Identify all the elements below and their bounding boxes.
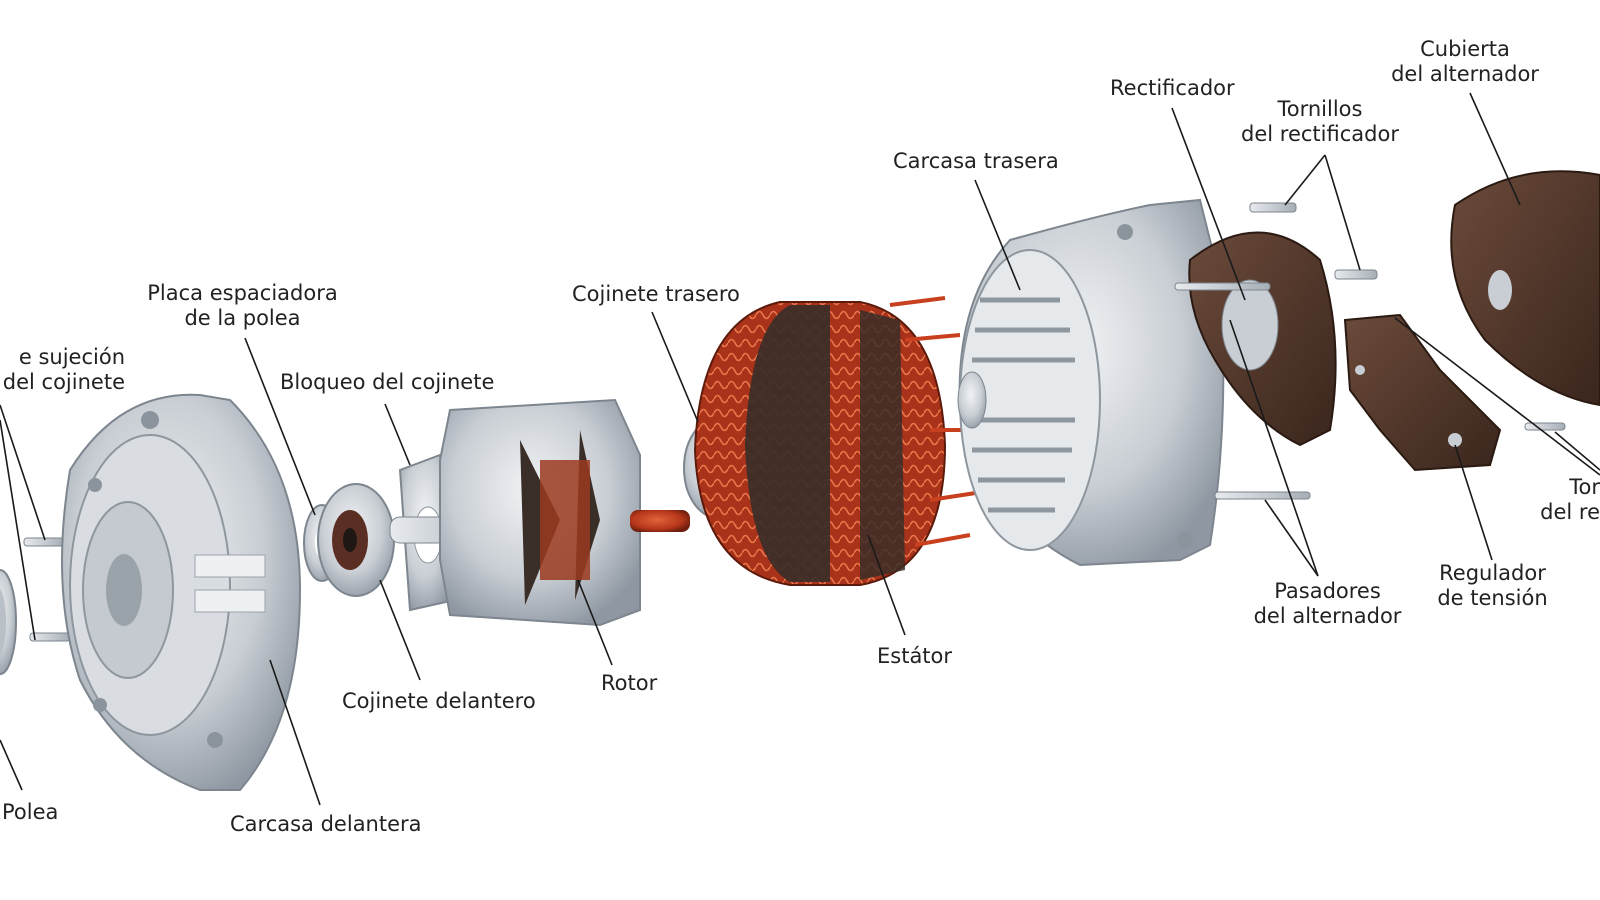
label-line: Carcasa trasera — [893, 149, 1059, 173]
label-line: Polea — [2, 800, 59, 824]
front-bearing — [317, 483, 395, 597]
label-rear-housing: Carcasa trasera — [893, 149, 1059, 174]
label-alternator-pins: Pasadores del alternador — [1245, 579, 1410, 629]
label-line: Cojinete delantero — [342, 689, 536, 713]
rear-housing — [957, 198, 1225, 567]
label-line: Rotor — [601, 671, 658, 695]
label-voltage-regulator: Regulador de tensión — [1430, 561, 1555, 611]
label-line: del cojinete — [2, 370, 125, 394]
voltage-regulator — [1343, 313, 1502, 472]
label-pulley: Polea — [2, 800, 58, 825]
label-line: de tensión — [1437, 586, 1548, 610]
label-line: del re — [1540, 500, 1600, 524]
alternator-cover — [1450, 170, 1600, 407]
label-line: Pasadores — [1274, 579, 1381, 603]
label-alternator-cover: Cubierta del alternador — [1385, 37, 1545, 87]
label-line: Regulador — [1439, 561, 1546, 585]
rotor — [389, 398, 690, 627]
label-line: Tor — [1569, 475, 1600, 499]
label-line: del rectificador — [1241, 122, 1399, 146]
bearing-retainer-screws — [23, 537, 71, 642]
label-bearing-lock: Bloqueo del cojinete — [280, 370, 494, 395]
label-line: Rectificador — [1110, 76, 1235, 100]
label-line: Tornillos — [1277, 97, 1363, 121]
label-rear-bearing: Cojinete trasero — [572, 282, 740, 307]
label-front-bearing: Cojinete delantero — [342, 689, 536, 714]
front-housing — [61, 393, 302, 791]
label-line: Estátor — [877, 644, 953, 668]
label-line: e sujeción — [18, 345, 125, 369]
label-rectifier-screws: Tornillos del rectificador — [1235, 97, 1405, 147]
label-line: Placa espaciadora — [147, 281, 338, 305]
label-rectifier: Rectificador — [1110, 76, 1235, 101]
label-rotor: Rotor — [601, 671, 657, 696]
leader-lines — [0, 92, 1600, 806]
rectifier-screws — [1249, 202, 1378, 280]
label-line: del alternador — [1391, 62, 1539, 86]
regulator-screws — [1524, 422, 1566, 431]
alternator-pins — [1174, 282, 1311, 500]
stator — [693, 296, 1000, 586]
label-line: Cubierta — [1420, 37, 1510, 61]
label-line: Carcasa delantera — [230, 812, 422, 836]
label-pulley-spacer-plate: Placa espaciadora de la polea — [140, 281, 345, 331]
label-line: Bloqueo del cojinete — [280, 370, 495, 394]
label-stator: Estátor — [877, 644, 952, 669]
pulley — [0, 569, 17, 675]
label-line: del alternador — [1253, 604, 1402, 628]
label-bearing-retainer: e sujeción del cojinete — [0, 345, 125, 395]
label-regulator-screws-partial: Tor del re — [1508, 475, 1600, 525]
label-front-housing: Carcasa delantera — [230, 812, 422, 837]
label-line: Cojinete trasero — [572, 282, 740, 306]
label-line: de la polea — [184, 306, 301, 330]
